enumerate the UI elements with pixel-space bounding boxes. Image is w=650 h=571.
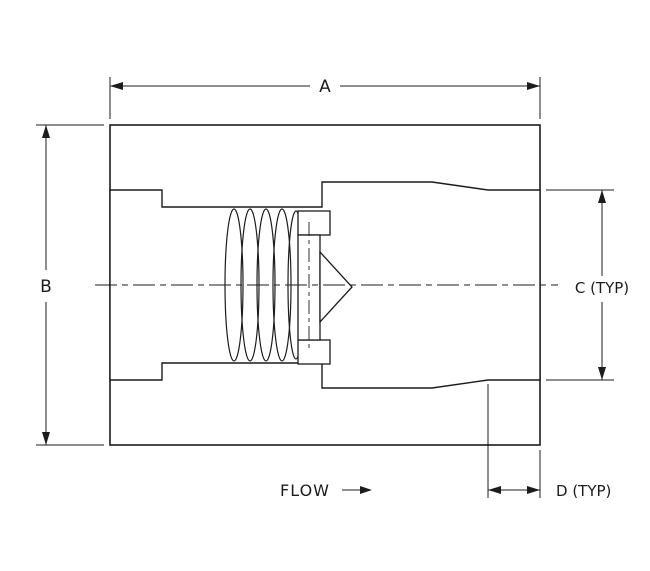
arrowhead-left-icon [488,486,501,494]
arrowhead-up-icon [42,125,50,138]
flow-arrow-icon [360,486,372,494]
arrowhead-down-icon [42,432,50,445]
dim-b-label: B [40,277,52,297]
dimension-a: A [109,77,541,119]
poppet-assembly [297,210,353,365]
flow-annotation: FLOW [280,481,372,500]
arrowhead-down-icon [598,367,606,380]
dim-a-label: A [319,77,331,97]
dim-c-label: C (TYP) [575,279,629,297]
poppet-cone [319,250,353,324]
dimension-b: B [36,124,104,446]
arrowhead-right-icon [527,486,540,494]
arrowhead-left-icon [110,82,123,90]
dimension-d: D (TYP) [487,384,611,500]
arrowhead-right-icon [527,82,540,90]
arrowhead-up-icon [598,190,606,203]
dim-d-label: D (TYP) [556,482,611,500]
dimension-c: C (TYP) [546,189,629,381]
poppet-guide-top [297,210,331,236]
poppet-guide-bottom [297,339,331,365]
flow-label: FLOW [280,481,330,500]
